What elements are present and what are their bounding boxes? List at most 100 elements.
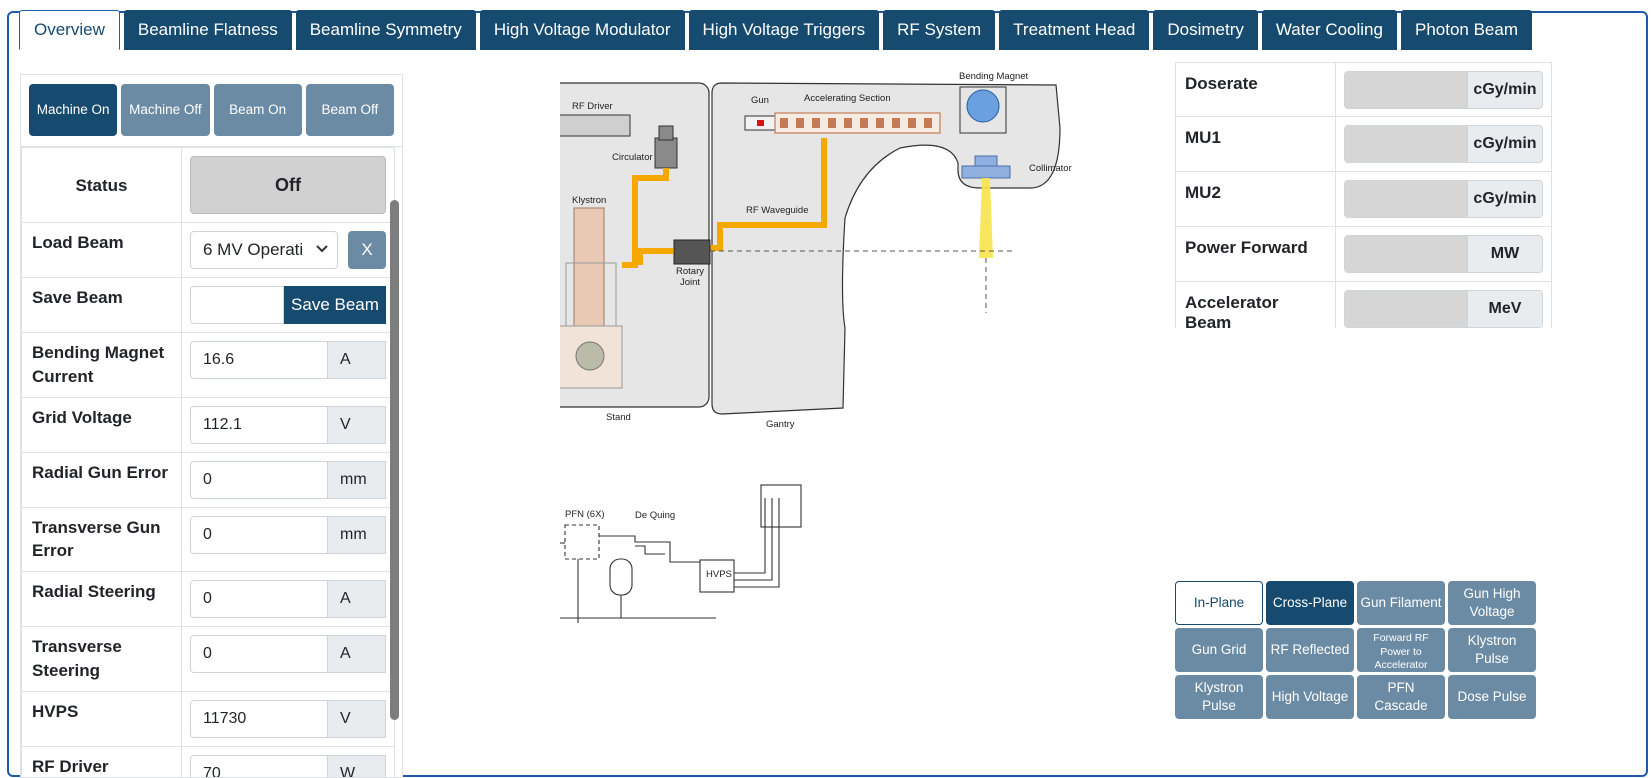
unit-label: W <box>328 754 386 777</box>
param-row: Bending Magnet Current A <box>21 332 395 398</box>
readout-bar <box>1345 126 1467 162</box>
readout-bar <box>1345 72 1467 108</box>
machine-on-button[interactable]: Machine On <box>29 84 118 136</box>
hvps-input[interactable] <box>190 699 328 738</box>
readout-unit: cGy/min <box>1467 126 1542 162</box>
readout-label: Accelerator Beam <box>1176 282 1336 328</box>
control-panel: Machine On Machine Off Beam On Beam Off … <box>20 74 403 778</box>
unit-label: A <box>328 580 386 619</box>
readout-label: MU2 <box>1176 172 1336 226</box>
tab-high-voltage-modulator[interactable]: High Voltage Modulator <box>479 10 685 50</box>
load-beam-select[interactable]: 6 MV Operati <box>190 231 338 269</box>
label-gun: Gun <box>751 95 769 106</box>
beam-off-button[interactable]: Beam Off <box>305 84 394 136</box>
label-de-quing: De Quing <box>635 510 675 521</box>
gun-cathode <box>757 120 764 126</box>
label-pfn: PFN (6X) <box>565 509 605 520</box>
klystron-shape <box>573 207 605 329</box>
chevron-down-icon <box>316 245 328 253</box>
unit-label: A <box>328 341 386 379</box>
tab-treatment-head[interactable]: Treatment Head <box>999 10 1150 50</box>
tab-water-cooling[interactable]: Water Cooling <box>1261 10 1397 50</box>
status-row: Status Off <box>21 147 395 223</box>
label-klystron: Klystron <box>572 195 606 206</box>
unit-label: A <box>328 635 386 674</box>
forward-rf-power-button[interactable]: Forward RF Power to Accelerator <box>1357 628 1445 672</box>
param-row: HVPS V <box>21 690 395 747</box>
label-rf-waveguide: RF Waveguide <box>746 205 808 216</box>
label-stand: Stand <box>606 412 631 423</box>
transverse-steering-input[interactable] <box>190 635 328 674</box>
dose-pulse-button[interactable]: Dose Pulse <box>1448 675 1536 719</box>
readout-bar <box>1345 236 1467 272</box>
param-label: Radial Gun Error <box>21 451 182 508</box>
klystron-magnet <box>575 341 605 371</box>
tab-photon-beam[interactable]: Photon Beam <box>1400 10 1532 50</box>
param-label: HVPS <box>21 690 182 747</box>
panel-scrollbar[interactable] <box>390 200 399 720</box>
machine-off-button[interactable]: Machine Off <box>121 84 210 136</box>
readout-unit: cGy/min <box>1467 72 1542 108</box>
readout-label: Doserate <box>1176 63 1336 116</box>
readout-bar <box>1345 291 1467 327</box>
tab-rf-system[interactable]: RF System <box>883 10 996 50</box>
load-beam-row: Load Beam 6 MV Operati X <box>21 222 395 278</box>
tab-bar: Overview Beamline Flatness Beamline Symm… <box>19 10 1536 50</box>
pfn-cascade-button[interactable]: PFN Cascade <box>1357 675 1445 719</box>
in-plane-button[interactable]: In-Plane <box>1175 581 1263 625</box>
status-value: Off <box>190 156 386 214</box>
load-beam-selected: 6 MV Operati <box>203 240 304 259</box>
param-label: Radial Steering <box>21 571 182 628</box>
rf-driver-input[interactable] <box>190 754 328 777</box>
param-label: Transverse Gun Error <box>21 506 182 573</box>
save-beam-button[interactable]: Save Beam <box>284 286 386 324</box>
tab-beamline-flatness[interactable]: Beamline Flatness <box>123 10 292 50</box>
readout-row: MU1 cGy/min <box>1175 117 1552 172</box>
rf-reflected-button[interactable]: RF Reflected <box>1266 628 1354 672</box>
load-beam-label: Load Beam <box>21 222 182 278</box>
param-row: Radial Gun Error mm <box>21 451 395 508</box>
save-beam-row: Save Beam Save Beam <box>21 277 395 333</box>
cross-plane-button[interactable]: Cross-Plane <box>1266 581 1354 625</box>
param-row: Grid Voltage V <box>21 396 395 453</box>
save-beam-label: Save Beam <box>21 277 182 333</box>
rf-waveguide <box>700 138 827 251</box>
machine-button-row: Machine On Machine Off Beam On Beam Off <box>21 75 402 147</box>
tab-beamline-symmetry[interactable]: Beamline Symmetry <box>295 10 476 50</box>
waveguide-loop <box>637 248 673 265</box>
label-circulator: Circulator <box>612 152 653 163</box>
high-voltage-button[interactable]: High Voltage <box>1266 675 1354 719</box>
label-joint: Joint <box>680 277 700 288</box>
bending-magnet-box <box>959 86 1007 134</box>
unit-label: V <box>328 405 386 444</box>
status-label: Status <box>75 176 128 195</box>
klystron-pulse-button[interactable]: Klystron Pulse <box>1448 628 1536 672</box>
grid-voltage-input[interactable] <box>190 405 328 444</box>
gun-filament-button[interactable]: Gun Filament <box>1357 581 1445 625</box>
photon-beam <box>979 178 993 258</box>
tab-dosimetry[interactable]: Dosimetry <box>1153 10 1258 50</box>
tab-overview[interactable]: Overview <box>19 10 120 50</box>
klystron-pulse-button-2[interactable]: Klystron Pulse <box>1175 675 1263 719</box>
unit-label: mm <box>328 460 386 499</box>
plot-button-grid: In-Plane Cross-Plane Gun Filament Gun Hi… <box>1175 581 1551 719</box>
clear-beam-button[interactable]: X <box>348 231 386 269</box>
beam-on-button[interactable]: Beam On <box>213 84 302 136</box>
gun-high-voltage-button[interactable]: Gun High Voltage <box>1448 581 1536 625</box>
readout-unit: MW <box>1467 236 1542 272</box>
save-beam-input[interactable] <box>190 286 284 324</box>
circulator-shape <box>654 137 678 169</box>
bending-magnet-shape <box>966 89 1000 123</box>
radial-steering-input[interactable] <box>190 580 328 619</box>
radial-gun-error-input[interactable] <box>190 460 328 499</box>
transverse-gun-error-input[interactable] <box>190 515 328 554</box>
circulator-top <box>658 125 674 141</box>
label-collimator: Collimator <box>1029 163 1072 174</box>
gun-grid-button[interactable]: Gun Grid <box>1175 628 1263 672</box>
param-label: Grid Voltage <box>21 396 182 453</box>
label-gantry: Gantry <box>766 419 795 430</box>
param-label: RF Driver <box>21 745 182 777</box>
bending-magnet-current-input[interactable] <box>190 341 328 379</box>
accelerating-section <box>774 112 941 134</box>
tab-high-voltage-triggers[interactable]: High Voltage Triggers <box>688 10 880 50</box>
